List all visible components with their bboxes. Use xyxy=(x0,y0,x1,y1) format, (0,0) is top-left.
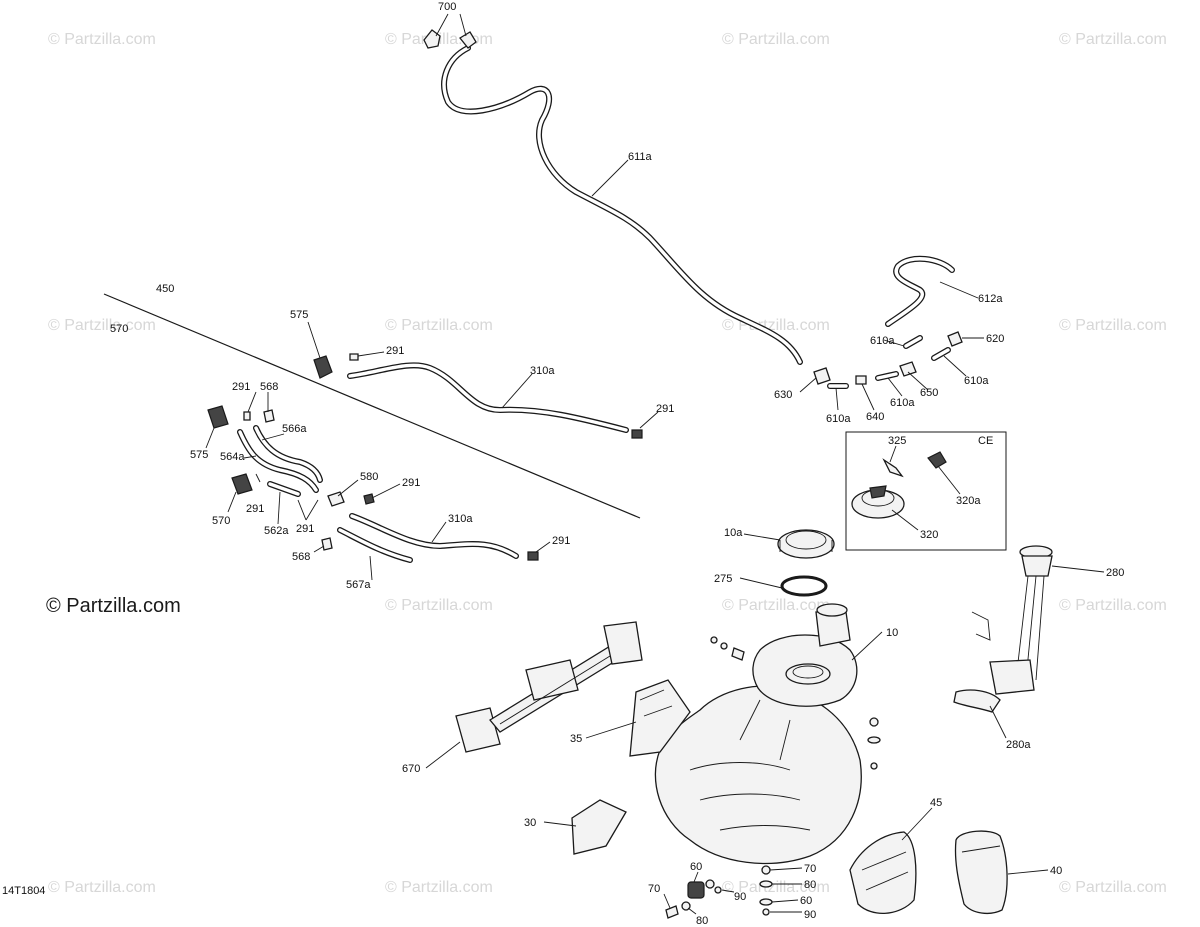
fitting-575-top xyxy=(313,353,643,439)
callout-320: 320 xyxy=(920,529,938,541)
watermark: © Partzilla.com xyxy=(48,879,156,896)
watermark: © Partzilla.com xyxy=(385,317,493,334)
watermark: © Partzilla.com xyxy=(722,597,830,614)
callout-320a: 320a xyxy=(956,495,981,507)
callout-310a-top: 310a xyxy=(530,365,555,377)
callout-610a-1: 610a xyxy=(870,335,895,347)
separator-line xyxy=(103,293,641,519)
callout-566a: 566a xyxy=(282,423,307,435)
callout-70-a: 70 xyxy=(648,883,660,895)
hose-612a xyxy=(885,255,955,327)
callout-570-region: 570 xyxy=(110,323,128,335)
callout-80-a: 80 xyxy=(696,915,708,927)
callout-291-a: 291 xyxy=(386,345,404,357)
shield-30 xyxy=(571,799,627,855)
callout-60-a: 60 xyxy=(690,861,702,873)
watermark: © Partzilla.com xyxy=(48,317,156,334)
callout-30: 30 xyxy=(524,817,536,829)
callout-10a: 10a xyxy=(724,527,743,539)
callout-568-a: 568 xyxy=(260,381,278,393)
watermark-main: © Partzilla.com xyxy=(46,595,181,617)
callout-700: 700 xyxy=(438,1,456,13)
watermark: © Partzilla.com xyxy=(48,31,156,48)
callout-40: 40 xyxy=(1050,865,1062,877)
gasket-275 xyxy=(780,575,828,597)
ring-nut-10a xyxy=(777,529,835,559)
callout-575-left: 575 xyxy=(190,449,208,461)
callout-310a-bottom: 310a xyxy=(448,513,473,525)
callout-611a: 611a xyxy=(628,151,653,163)
callout-60-b: 60 xyxy=(800,895,812,907)
watermark: © Partzilla.com xyxy=(1059,31,1167,48)
hose-310a-top xyxy=(347,362,629,433)
callout-630: 630 xyxy=(774,389,792,401)
callout-291-f: 291 xyxy=(296,523,314,535)
shield-35 xyxy=(629,679,691,757)
watermark: © Partzilla.com xyxy=(1059,597,1167,614)
watermark: © Partzilla.com xyxy=(1059,879,1167,896)
ce-detail-box xyxy=(845,431,1007,551)
callout-450: 450 xyxy=(156,283,174,295)
reference-number: 14T1804 xyxy=(2,885,45,897)
callout-575-top: 575 xyxy=(290,309,308,321)
watermark: © Partzilla.com xyxy=(385,597,493,614)
callout-564a: 564a xyxy=(220,451,245,463)
shield-45 xyxy=(849,831,917,915)
callout-291-b: 291 xyxy=(656,403,674,415)
callout-570: 570 xyxy=(212,515,230,527)
callout-35: 35 xyxy=(570,733,582,745)
callout-291-d: 291 xyxy=(402,477,420,489)
clip-700 xyxy=(423,29,477,49)
callout-45: 45 xyxy=(930,797,942,809)
callout-10: 10 xyxy=(886,627,898,639)
watermark: © Partzilla.com xyxy=(722,31,830,48)
bracket-670 xyxy=(455,621,643,753)
callout-ce: CE xyxy=(978,435,993,447)
callout-90-a: 90 xyxy=(734,891,746,903)
watermark: © Partzilla.com xyxy=(385,879,493,896)
callout-280a: 280a xyxy=(1006,739,1031,751)
fuel-pump-280 xyxy=(953,545,1053,713)
callout-610a-2: 610a xyxy=(964,375,989,387)
shield-40 xyxy=(954,830,1008,915)
callout-labels: 700 611a 612a 450 570 575 291 310a 291 6… xyxy=(2,1,1124,927)
callout-325: 325 xyxy=(888,435,906,447)
hose-cluster-left xyxy=(207,405,539,563)
ce-cap-parts xyxy=(851,451,947,519)
callout-670: 670 xyxy=(402,763,420,775)
callout-562a: 562a xyxy=(264,525,289,537)
vent-hose-611a xyxy=(441,45,803,365)
fuel-tank-10 xyxy=(654,603,862,865)
callout-650: 650 xyxy=(920,387,938,399)
callout-291-g: 291 xyxy=(552,535,570,547)
callout-580: 580 xyxy=(360,471,378,483)
watermark: © Partzilla.com xyxy=(1059,317,1167,334)
callout-291-e: 291 xyxy=(246,503,264,515)
callout-275: 275 xyxy=(714,573,732,585)
callout-80-b: 80 xyxy=(804,879,816,891)
watermark-layer: © Partzilla.com © Partzilla.com © Partzi… xyxy=(46,31,1167,896)
callout-280: 280 xyxy=(1106,567,1124,579)
watermark: © Partzilla.com xyxy=(722,879,830,896)
callout-610a-3: 610a xyxy=(826,413,851,425)
valve-assembly xyxy=(813,331,963,389)
callout-90-b: 90 xyxy=(804,909,816,921)
callout-612a: 612a xyxy=(978,293,1003,305)
callout-291-c: 291 xyxy=(232,381,250,393)
callout-567a: 567a xyxy=(346,579,371,591)
hardware-small xyxy=(665,636,881,919)
callout-70-b: 70 xyxy=(804,863,816,875)
leader-lines xyxy=(205,13,1105,915)
callout-610a-4: 610a xyxy=(890,397,915,409)
callout-568-b: 568 xyxy=(292,551,310,563)
callout-620: 620 xyxy=(986,333,1004,345)
callout-640: 640 xyxy=(866,411,884,423)
